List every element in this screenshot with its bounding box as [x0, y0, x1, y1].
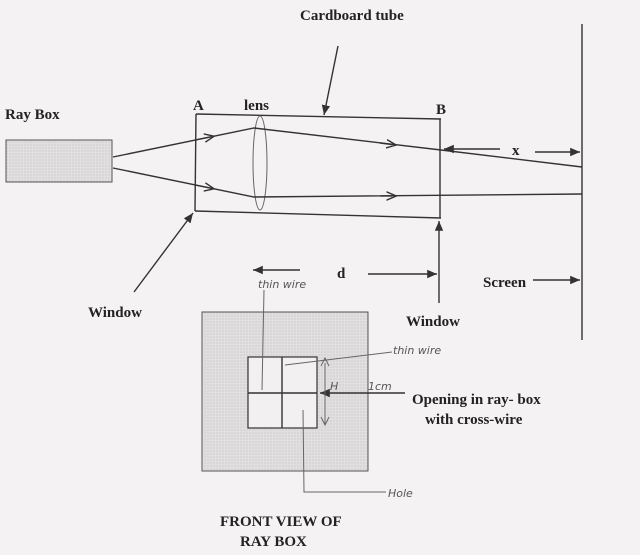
point-a-label: A	[193, 98, 204, 114]
opening-label-1: Opening in ray- box	[412, 392, 541, 408]
screen-label: Screen	[483, 275, 527, 291]
x-label: x	[512, 143, 520, 159]
window-left-arrow	[133, 212, 194, 293]
front-view-title-2: RAY BOX	[240, 534, 307, 550]
tube-pointer-arrow	[321, 45, 339, 116]
lens-label: lens	[244, 98, 269, 114]
lens-shape	[252, 115, 268, 211]
d-label: d	[337, 266, 346, 282]
ray-box	[5, 139, 113, 183]
ray-box-front	[201, 311, 369, 472]
point-b-label: B	[436, 102, 446, 118]
thin-wire-note-top: thin wire	[258, 278, 306, 291]
window-left-label: Window	[88, 305, 142, 321]
opening-label-2: with cross-wire	[425, 412, 523, 428]
cardboard-tube	[194, 113, 442, 219]
hole-note: Hole	[388, 487, 413, 500]
front-view-title-1: FRONT VIEW OF	[220, 514, 342, 530]
window-a	[194, 113, 197, 212]
opening-with-cross-wire	[247, 356, 318, 429]
cardboard-tube-label: Cardboard tube	[300, 8, 404, 24]
window-right-label: Window	[406, 314, 460, 330]
handwritten-annotations	[261, 289, 393, 493]
thin-wire-note-right: thin wire	[393, 344, 441, 357]
light-rays	[112, 127, 583, 197]
h-note: H	[330, 380, 338, 393]
one-cm-note: 1cm	[368, 380, 392, 393]
ray-box-label: Ray Box	[5, 107, 60, 123]
